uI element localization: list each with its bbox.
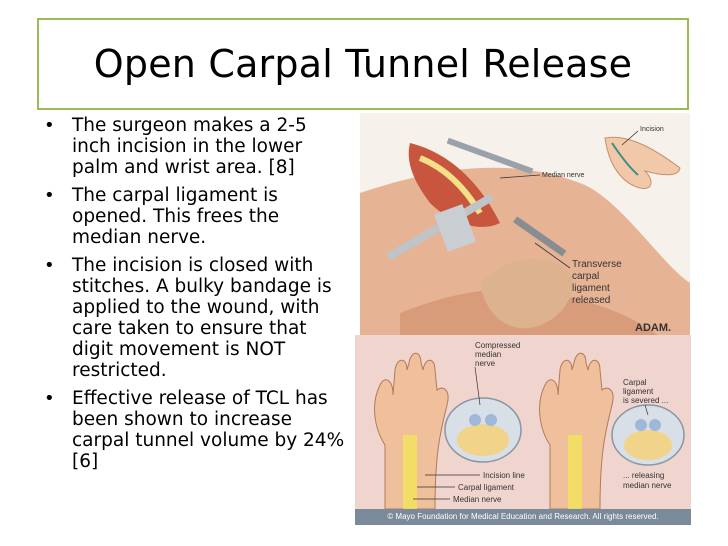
label-incision-line: Incision line	[483, 471, 525, 480]
label-incision: Incision	[640, 126, 664, 133]
label-severed: is severed ...	[623, 396, 668, 405]
label-carpal-right: Carpal	[623, 378, 647, 387]
label-median: median	[475, 350, 501, 359]
label-ligament-right: ligament	[623, 387, 654, 396]
bullet-list: • The surgeon makes a 2-5 inch incision i…	[40, 115, 345, 479]
label-releasing: ... releasing	[623, 471, 664, 480]
anatomy-illustration: Compressed median nerve Carpal ligament …	[355, 335, 691, 525]
bullet-text: The surgeon makes a 2-5 inch incision in…	[72, 115, 307, 178]
title-box: Open Carpal Tunnel Release	[37, 18, 689, 110]
bullet-dot: •	[44, 185, 55, 206]
anatomy-svg: Compressed median nerve Carpal ligament …	[374, 341, 685, 509]
surgery-svg: Incision Median nerve Transverse carpal …	[360, 126, 690, 337]
label-nerve: nerve	[475, 359, 496, 368]
bullet-text: Effective release of TCL has been shown …	[72, 388, 345, 472]
bullet-dot: •	[44, 255, 55, 276]
bullet-dot: •	[44, 388, 55, 409]
label-median-nerve-right: median nerve	[623, 481, 672, 490]
label-median-nerve-left: Median nerve	[453, 495, 502, 504]
adam-logo: ADAM.	[635, 322, 671, 334]
bullet-text: The incision is closed with stitches. A …	[72, 255, 332, 381]
slide-title: Open Carpal Tunnel Release	[93, 42, 633, 86]
bullet-item: • The incision is closed with stitches. A…	[40, 255, 345, 381]
bullet-dot: •	[44, 115, 55, 136]
label-ligament: ligament	[572, 283, 610, 294]
label-compressed: Compressed	[475, 341, 520, 350]
label-carpal: carpal	[572, 271, 599, 282]
bullet-item: • The carpal ligament is opened. This fre…	[40, 185, 345, 248]
label-carpal-ligament: Carpal ligament	[458, 483, 515, 492]
copyright-credit: © Mayo Foundation for Medical Education …	[355, 509, 691, 525]
surgery-illustration: Incision Median nerve Transverse carpal …	[360, 113, 690, 337]
label-transverse: Transverse	[572, 259, 622, 270]
bullet-item: • The surgeon makes a 2-5 inch incision i…	[40, 115, 345, 178]
label-median-nerve: Median nerve	[542, 172, 585, 179]
label-released: released	[572, 295, 610, 306]
bullet-item: • Effective release of TCL has been shown…	[40, 388, 345, 472]
bullet-text: The carpal ligament is opened. This free…	[72, 185, 280, 248]
